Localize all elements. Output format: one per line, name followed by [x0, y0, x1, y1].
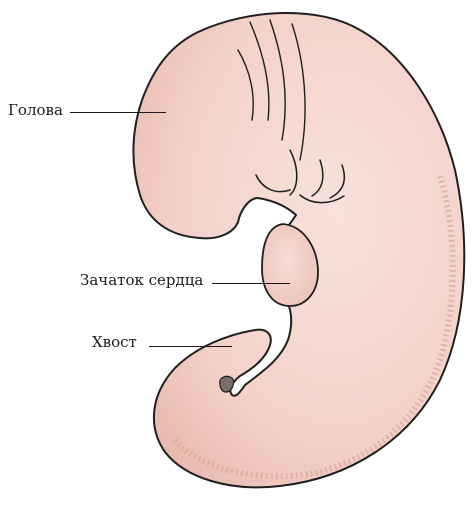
- tail-tip: [220, 376, 234, 392]
- label-tail: Хвост: [92, 333, 137, 351]
- leader-line-heart: [212, 283, 290, 284]
- label-heart-primordium: Зачаток сердца: [80, 271, 203, 289]
- label-head: Голова: [8, 101, 63, 119]
- leader-line-head: [70, 112, 166, 113]
- leader-line-tail: [149, 346, 232, 347]
